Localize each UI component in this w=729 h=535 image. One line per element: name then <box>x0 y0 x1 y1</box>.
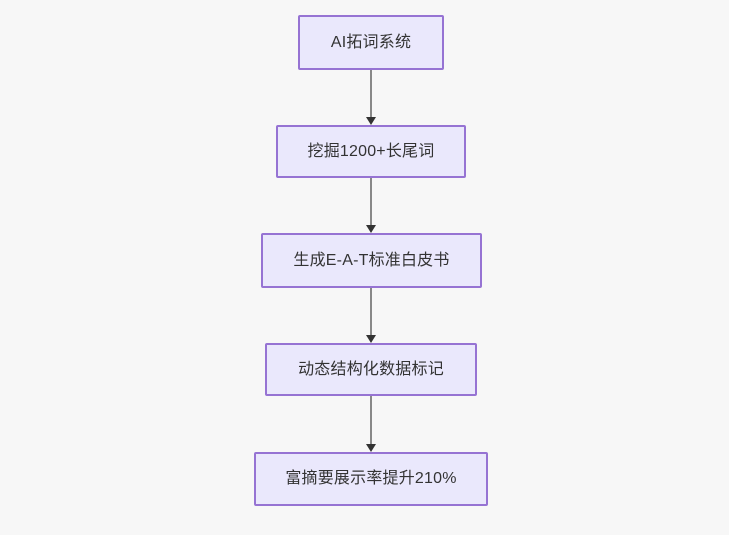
flow-node-label: AI拓词系统 <box>330 33 412 51</box>
flow-node-dynamic-structured-data-markup[interactable]: 动态结构化数据标记 <box>265 343 477 396</box>
edge-line <box>370 178 372 226</box>
flow-node-label: 挖掘1200+长尾词 <box>307 142 435 160</box>
arrow-head-icon <box>366 335 376 343</box>
arrow-head-icon <box>366 225 376 233</box>
edge-line <box>370 70 372 118</box>
flow-node-mine-longtail-keywords[interactable]: 挖掘1200+长尾词 <box>276 125 466 178</box>
flow-node-rich-snippet-impression-uplift[interactable]: 富摘要展示率提升210% <box>254 452 488 506</box>
arrow-head-icon <box>366 117 376 125</box>
flow-node-label: 生成E-A-T标准白皮书 <box>293 251 450 269</box>
flow-node-label: 动态结构化数据标记 <box>298 360 444 378</box>
flow-node-generate-eat-whitepaper[interactable]: 生成E-A-T标准白皮书 <box>261 233 482 288</box>
edge-line <box>370 288 372 336</box>
arrow-head-icon <box>366 444 376 452</box>
edge-line <box>370 396 372 445</box>
flow-node-label: 富摘要展示率提升210% <box>285 470 457 488</box>
flow-node-ai-keyword-system[interactable]: AI拓词系统 <box>298 15 444 70</box>
